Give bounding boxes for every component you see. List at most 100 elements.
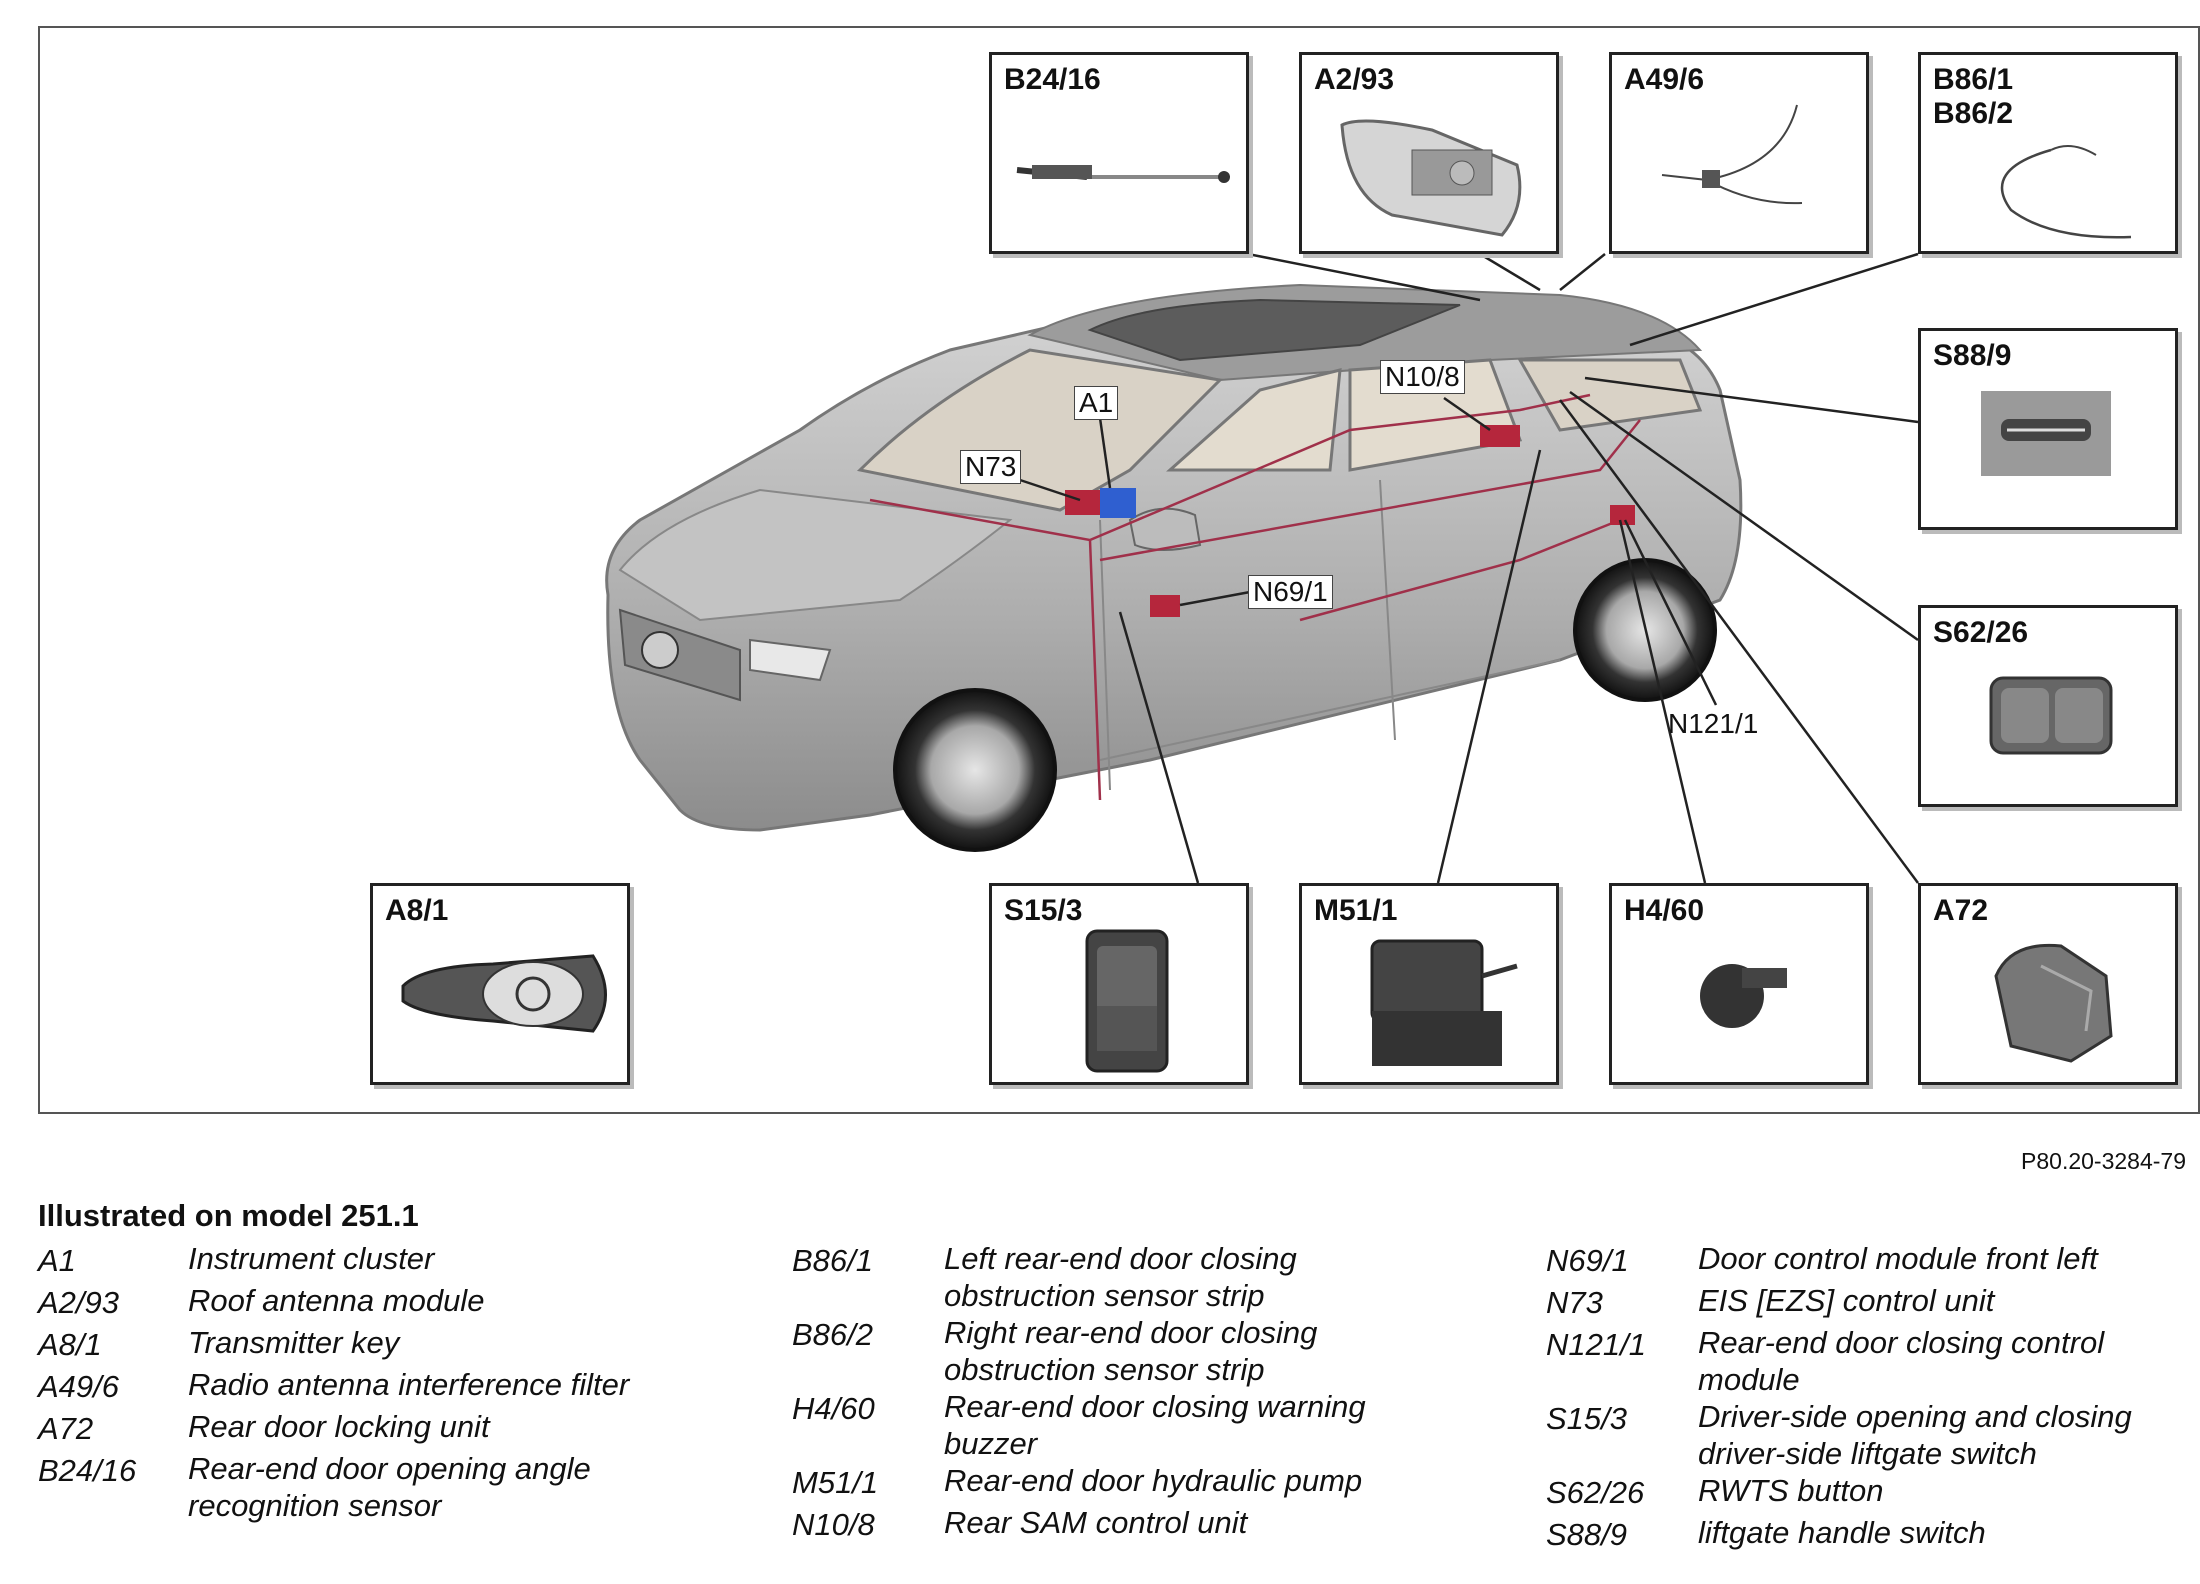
box-label: A2/93 xyxy=(1314,63,1395,96)
box-label: S88/9 xyxy=(1933,339,2012,372)
box-b86: B86/1 B86/2 xyxy=(1918,52,2178,254)
legend-code: A72 xyxy=(38,1411,94,1446)
box-label: S62/26 xyxy=(1933,616,2029,649)
legend-desc: Right rear-end door closing obstruction … xyxy=(944,1315,1318,1387)
figure-reference: P80.20-3284-79 xyxy=(2021,1148,2186,1174)
front-side-window xyxy=(1166,368,1342,472)
legend-row: A8/1 Transmitter key xyxy=(38,1324,629,1366)
legend-row: S62/26 RWTS button xyxy=(1546,1472,2132,1514)
box-label: B24/16 xyxy=(1004,63,1101,96)
legend-code: A8/1 xyxy=(38,1327,102,1362)
legend-desc: Rear-end door closing warning buzzer xyxy=(944,1389,1366,1461)
box-a72: A72 xyxy=(1918,883,2178,1085)
legend-code: S15/3 xyxy=(1546,1401,1628,1436)
legend-row: N73 EIS [EZS] control unit xyxy=(1546,1282,2132,1324)
side-mirror xyxy=(1128,507,1202,551)
legend-row: N121/1 Rear-end door closing control modu… xyxy=(1546,1324,2132,1398)
sensor-image xyxy=(1016,165,1230,183)
n10-component xyxy=(1480,425,1520,447)
interference-filter-image xyxy=(1661,104,1803,205)
hydraulic-pump-image xyxy=(1370,939,1518,1066)
transmitter-key-image xyxy=(401,954,607,1033)
n73-component xyxy=(1065,490,1100,515)
box-label: M51/1 xyxy=(1314,894,1398,927)
legend-row: M51/1 Rear-end door hydraulic pump xyxy=(792,1462,1366,1504)
box-s62-26: S62/26 xyxy=(1918,605,2178,807)
legend-code: B86/1 xyxy=(792,1243,874,1278)
callout-n73: N73 xyxy=(960,450,1022,484)
liftgate-switch-image xyxy=(1085,929,1169,1073)
legend-code: S62/26 xyxy=(1546,1475,1645,1510)
door-locking-unit-image xyxy=(1994,943,2113,1063)
legend-desc: Transmitter key xyxy=(188,1325,400,1360)
box-a8-1: A8/1 xyxy=(370,883,630,1085)
star-logo xyxy=(641,631,679,669)
legend-code: N69/1 xyxy=(1546,1243,1629,1278)
box-label: S15/3 xyxy=(1004,894,1083,927)
roof-antenna-module-image xyxy=(1340,119,1522,237)
box-label: A8/1 xyxy=(385,894,449,927)
callout-a1: A1 xyxy=(1074,386,1119,420)
legend-desc: EIS [EZS] control unit xyxy=(1698,1283,1995,1318)
car-illustration xyxy=(605,283,1743,852)
legend-desc: Door control module front left xyxy=(1698,1241,2098,1276)
box-b24-16: B24/16 xyxy=(989,52,1249,254)
box-label: A49/6 xyxy=(1624,63,1705,96)
legend-desc: Driver-side opening and closing driver-s… xyxy=(1698,1399,2132,1471)
legend-code: B86/2 xyxy=(792,1317,874,1352)
windshield xyxy=(856,348,1224,512)
legend-row: S15/3 Driver-side opening and closing dri… xyxy=(1546,1398,2132,1472)
rwts-button-image xyxy=(1989,676,2113,755)
legend-desc: RWTS button xyxy=(1698,1473,1884,1508)
callout-n10-8: N10/8 xyxy=(1380,360,1465,394)
sunroof xyxy=(1087,298,1461,362)
legend-row: N69/1 Door control module front left xyxy=(1546,1240,2132,1282)
legend-desc: liftgate handle switch xyxy=(1698,1515,1986,1550)
box-s88-9: S88/9 xyxy=(1918,328,2178,530)
legend-code: M51/1 xyxy=(792,1465,879,1500)
legend-code: B24/16 xyxy=(38,1453,137,1488)
legend-title: Illustrated on model 251.1 xyxy=(38,1198,419,1233)
legend-desc: Instrument cluster xyxy=(188,1241,435,1276)
n121-component xyxy=(1610,505,1635,525)
legend-row: A49/6 Radio antenna interference filter xyxy=(38,1366,629,1408)
legend-desc: Rear SAM control unit xyxy=(944,1505,1248,1540)
callout-n121-1: N121/1 xyxy=(1668,708,1759,739)
box-label: B86/1 B86/2 xyxy=(1933,63,2014,130)
obstruction-sensor-strip-image xyxy=(2000,145,2132,239)
legend-desc: Left rear-end door closing obstruction s… xyxy=(944,1241,1297,1313)
warning-buzzer-image xyxy=(1700,964,1787,1028)
legend-code: N121/1 xyxy=(1546,1327,1646,1362)
rear-wheel xyxy=(1573,558,1717,702)
legend-code: A2/93 xyxy=(38,1285,120,1320)
box-a2-93: A2/93 xyxy=(1299,52,1559,254)
legend-desc: Rear-end door opening angle recognition … xyxy=(188,1451,591,1523)
legend-desc: Rear-end door closing control module xyxy=(1698,1325,2105,1397)
legend-row: B86/1 Left rear-end door closing obstruct… xyxy=(792,1240,1366,1314)
legend-row: B24/16 Rear-end door opening angle recogn… xyxy=(38,1450,629,1524)
box-h4-60: H4/60 xyxy=(1609,883,1869,1085)
legend-desc: Rear-end door hydraulic pump xyxy=(944,1463,1363,1498)
box-label: A72 xyxy=(1933,894,1989,927)
box-s15-3: S15/3 xyxy=(989,883,1249,1085)
box-a49-6: A49/6 xyxy=(1609,52,1869,254)
legend-code: H4/60 xyxy=(792,1391,875,1426)
legend-code: N73 xyxy=(1546,1285,1603,1320)
legend-code: S88/9 xyxy=(1546,1517,1628,1552)
legend-desc: Radio antenna interference filter xyxy=(188,1367,630,1402)
n69-component xyxy=(1150,595,1180,617)
legend-row: S88/9 liftgate handle switch xyxy=(1546,1514,2132,1556)
a1-component xyxy=(1100,488,1136,518)
headlight xyxy=(749,638,832,682)
grille xyxy=(618,608,741,702)
legend-code: N10/8 xyxy=(792,1507,875,1542)
legend-row: H4/60 Rear-end door closing warning buzze… xyxy=(792,1388,1366,1462)
liftgate-handle-switch-image xyxy=(1981,391,2111,476)
legend-desc: Rear door locking unit xyxy=(188,1409,490,1444)
legend-row: A72 Rear door locking unit xyxy=(38,1408,629,1450)
legend-row: N10/8 Rear SAM control unit xyxy=(792,1504,1366,1546)
legend-code: A49/6 xyxy=(38,1369,120,1404)
